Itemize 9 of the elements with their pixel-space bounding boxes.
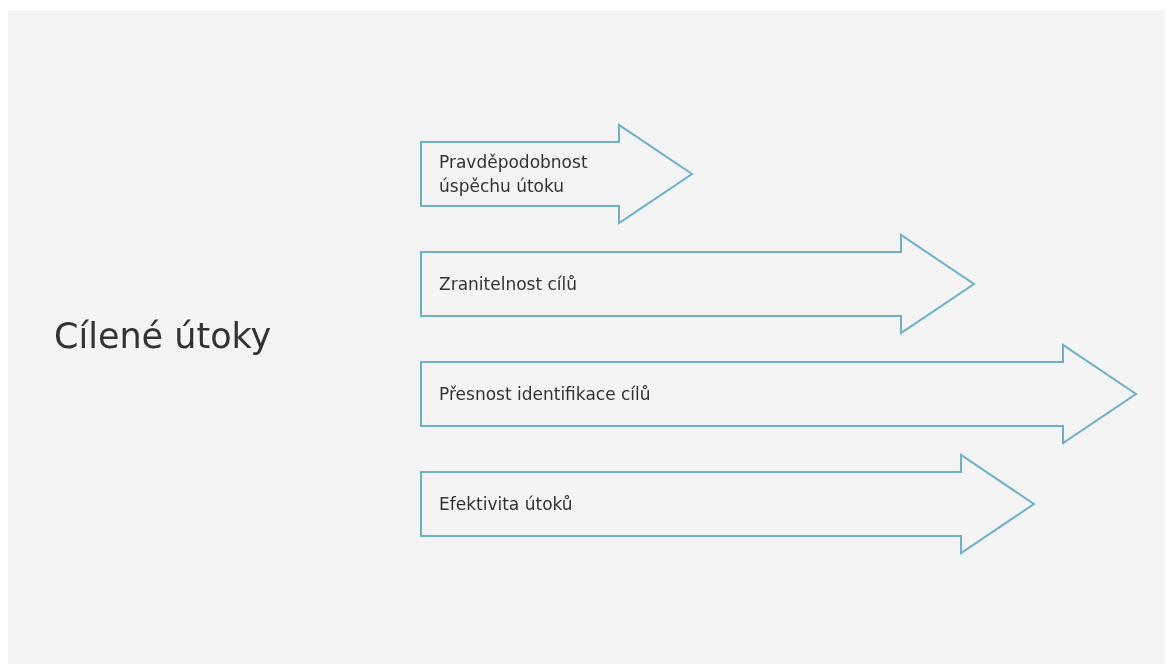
arrow-label: Zranitelnost cílů	[439, 273, 579, 296]
arrow-shape	[420, 234, 975, 334]
slide-title: Cílené útoky	[54, 316, 272, 356]
arrow-shape	[420, 344, 1137, 444]
arrow-label: Efektivita útoků	[439, 493, 574, 516]
arrow-shape	[420, 454, 1035, 554]
arrow-label: Pravděpodobnost úspěchu útoku	[439, 151, 589, 198]
arrow-label: Přesnost identifikace cílů	[439, 383, 652, 406]
arrow-shape	[420, 124, 693, 224]
